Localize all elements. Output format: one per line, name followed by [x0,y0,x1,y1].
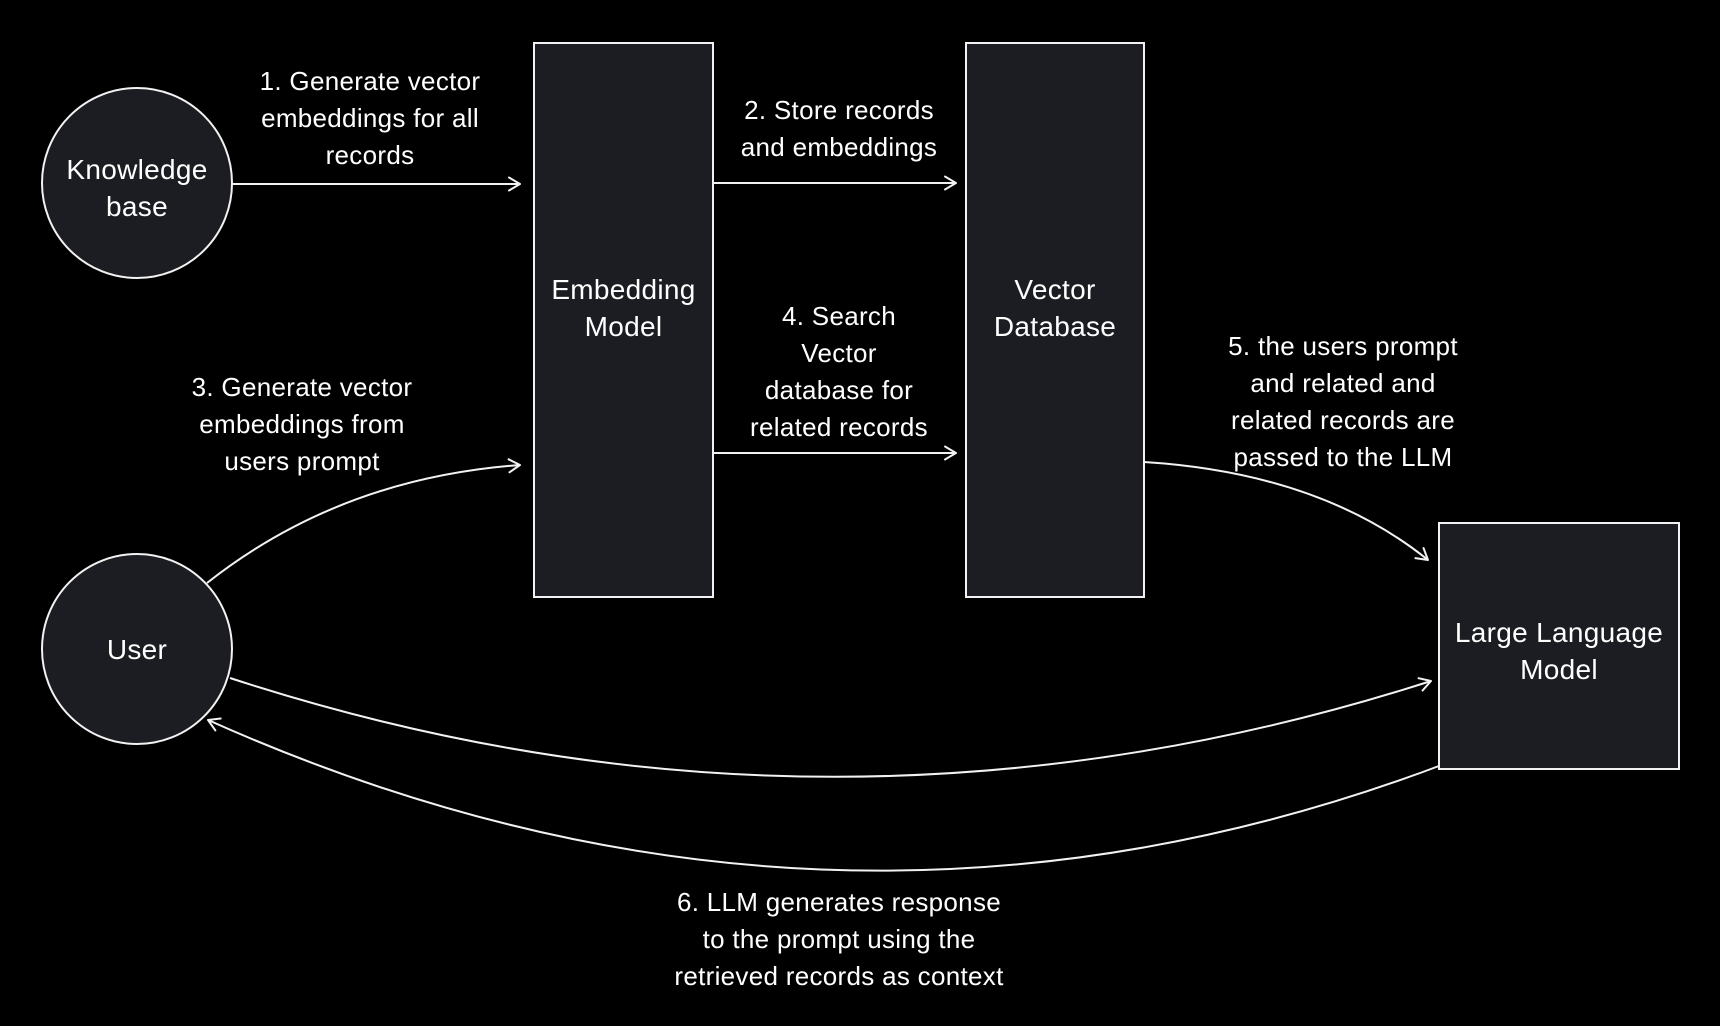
llm-label: Large Language Model [1454,617,1664,685]
step2-label: 2. Store records and embeddings [740,95,938,162]
step3-label: 3. Generate vector embeddings from users… [191,372,413,476]
edge-user-to-llm [229,677,1432,778]
knowledge-base-label: Knowledge base [66,154,208,222]
step1-label: 1. Generate vector embeddings for all re… [259,66,481,170]
knowledge-base-node [41,87,233,279]
edge-step6-llm-to-user [207,717,1448,872]
edge-step5-vectordb-to-llm [1143,461,1429,561]
vector-database-node [965,42,1145,598]
embedding-model-label: Embedding Model [551,274,696,342]
user-label: User [106,634,168,665]
edge-step3-user-to-embedding [206,458,521,584]
vector-database-label: Vector Database [993,274,1117,342]
llm-node [1438,522,1680,770]
user-node [41,553,233,745]
step4-label: 4. Search Vector database for related re… [750,301,928,442]
step5-label: 5. the users prompt and related and rela… [1228,331,1458,472]
step6-label: 6. LLM generates response to the prompt … [674,887,1004,991]
embedding-model-node [533,42,714,598]
